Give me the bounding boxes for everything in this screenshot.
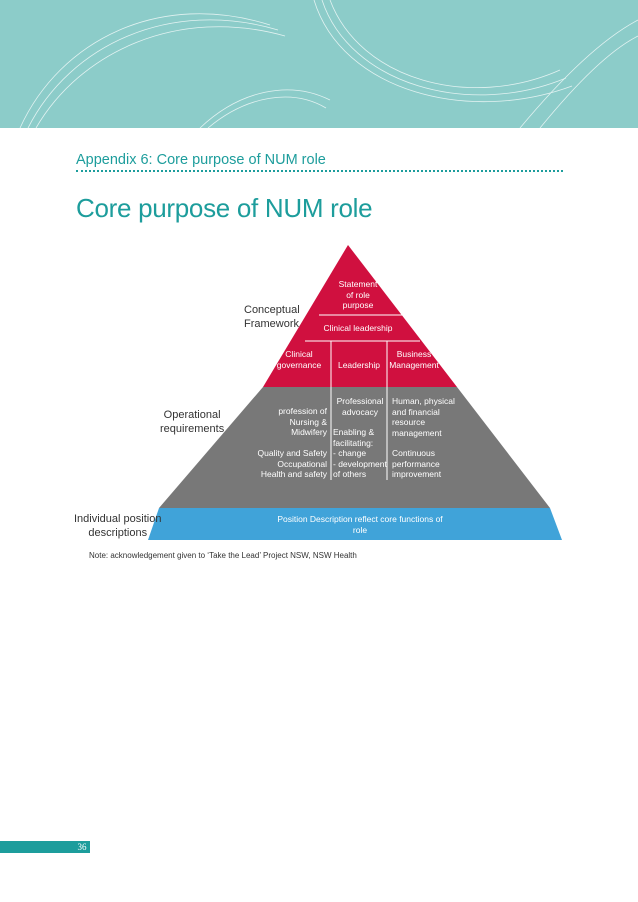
operational-middle-top: Professional advocacy: [336, 396, 384, 417]
label-operational-requirements: Operational requirements: [160, 409, 225, 435]
column-header-clinical-governance: Clinical governance: [276, 349, 322, 370]
dotted-divider: [76, 170, 563, 172]
operational-right-top: Human, physical and financial resource m…: [392, 396, 455, 438]
column-header-business-management: Business Management: [389, 349, 439, 370]
clinical-leadership-label: Clinical leadership: [323, 323, 393, 333]
label-individual-position-descriptions: Individual position descriptions: [74, 513, 162, 539]
column-header-leadership: Leadership: [337, 360, 381, 370]
pyramid-top-crimson: [263, 245, 457, 387]
operational-right-bottom: Continuous performance improvement: [392, 448, 442, 479]
pyramid-middle-gray: [159, 387, 550, 508]
pyramid-base-blue: [148, 508, 562, 540]
pyramid-diagram: [148, 245, 562, 540]
apex-role-purpose: Statement of role purpose: [338, 279, 378, 310]
page-number-strip: [0, 841, 90, 853]
appendix-title: Appendix 6: Core purpose of NUM role: [76, 152, 326, 168]
position-description-band-text: Position Description reflect core functi…: [277, 514, 443, 535]
label-conceptual-framework: Conceptual Framework: [244, 304, 300, 330]
page-number: 36: [77, 842, 87, 852]
operational-left-top: profession of Nursing & Midwifery: [278, 406, 327, 437]
page-title: Core purpose of NUM role: [76, 193, 373, 223]
header-band: [0, 0, 638, 128]
operational-middle-bottom: Enabling & facilitating: - change - deve…: [333, 427, 387, 479]
acknowledgement-note: Note: acknowledgement given to ‘Take the…: [89, 551, 357, 560]
decorative-swirl-lines: [19, 0, 638, 128]
operational-left-bottom: Quality and Safety Occupational Health a…: [257, 448, 327, 479]
